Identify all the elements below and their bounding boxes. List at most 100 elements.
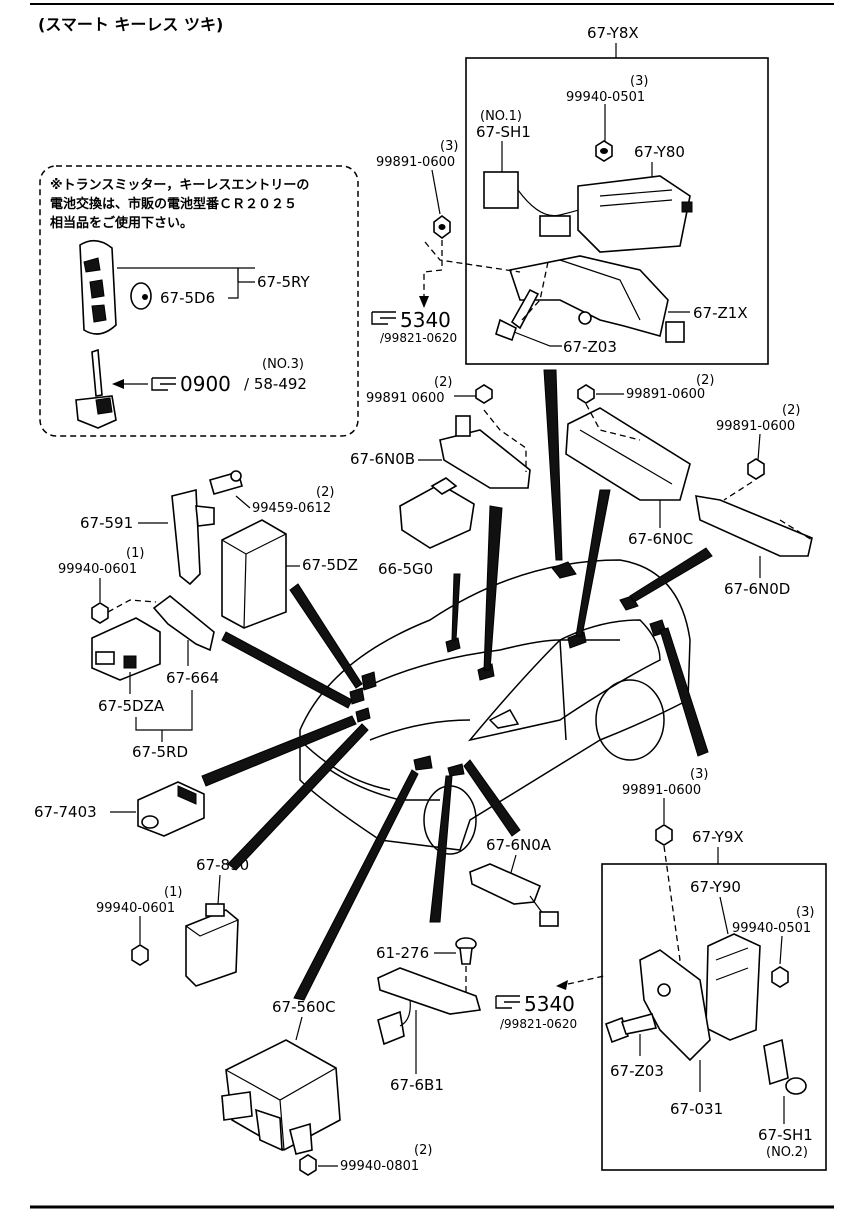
module-5dza bbox=[91, 617, 161, 681]
label-q2-d: (2) bbox=[316, 485, 334, 500]
marker-2 bbox=[361, 671, 377, 691]
label-67-5dz: 67-5DZ bbox=[302, 556, 358, 574]
note-box bbox=[39, 165, 359, 437]
marker-3 bbox=[355, 707, 371, 723]
label-0900: 0900 bbox=[180, 372, 231, 396]
marker-9 bbox=[447, 763, 465, 777]
battery-coin bbox=[130, 282, 152, 310]
label-67-5d6: 67-5D6 bbox=[160, 289, 215, 307]
label-67-y90: 67-Y90 bbox=[690, 878, 741, 896]
label-99459-0612: 99459-0612 bbox=[252, 501, 331, 516]
wedge-y8x bbox=[543, 369, 563, 561]
sensor-6n0a bbox=[469, 863, 559, 927]
label-5340-b: 5340 bbox=[524, 992, 575, 1016]
wedge-6n0b bbox=[483, 505, 503, 671]
label-99891-0600-b: 99891 0600 bbox=[366, 391, 445, 406]
wedge-6n0c bbox=[575, 489, 611, 637]
label-67-y8x: 67-Y8X bbox=[587, 24, 639, 42]
label-99821-0620-b: /99821-0620 bbox=[500, 1017, 577, 1031]
nut-99891-0600-a bbox=[433, 215, 451, 239]
switch-7403 bbox=[137, 781, 205, 837]
note-line-2: 電池交換は、市販の電池型番ＣＲ２０２５ bbox=[50, 196, 297, 212]
part-5g0 bbox=[399, 477, 475, 549]
wedge-6b1 bbox=[429, 775, 453, 923]
wedge-664 bbox=[221, 631, 353, 709]
label-67-031: 67-031 bbox=[670, 1100, 723, 1118]
clip-61-276 bbox=[455, 937, 477, 965]
nut-99940-0501-a bbox=[595, 140, 613, 162]
label-no2: (NO.2) bbox=[766, 1145, 808, 1160]
label-99891-0600-e: 99891-0600 bbox=[622, 783, 701, 798]
label-q3-a: (3) bbox=[630, 74, 648, 89]
box-67-y9x bbox=[601, 863, 827, 1171]
marker-8 bbox=[413, 755, 433, 771]
smart-keyless-module-5dz bbox=[221, 519, 287, 629]
label-99940-0601-b: 99940-0601 bbox=[96, 901, 175, 916]
label-67-5ry: 67-5RY bbox=[257, 273, 311, 291]
label-67-6b1: 67-6B1 bbox=[390, 1076, 444, 1094]
nut-99940-0601-a bbox=[91, 602, 109, 624]
nut-99891-0600-e bbox=[655, 824, 673, 846]
label-99940-0601-a: 99940-0601 bbox=[58, 562, 137, 577]
nut-99940-0501-b bbox=[771, 966, 789, 988]
label-67-sh1-b: 67-SH1 bbox=[758, 1126, 813, 1144]
bolt-z03-a bbox=[495, 288, 540, 342]
label-99891-0600-c: 99891-0600 bbox=[626, 387, 705, 402]
label-67-y9x: 67-Y9X bbox=[692, 828, 744, 846]
wedge-5dz bbox=[289, 583, 363, 689]
nut-99891-0600-d bbox=[747, 458, 765, 480]
label-67-6n0b: 67-6N0B bbox=[350, 450, 415, 468]
label-67-6n0d: 67-6N0D bbox=[724, 580, 790, 598]
label-67-z1x: 67-Z1X bbox=[693, 304, 748, 322]
pointing-hand-icon-3 bbox=[495, 995, 520, 1009]
label-q2-b: (2) bbox=[696, 373, 714, 388]
label-q3-b: (3) bbox=[440, 139, 458, 154]
wedge-5g0 bbox=[451, 573, 461, 641]
bolt-99459-0612 bbox=[209, 470, 243, 495]
pointing-hand-icon-2 bbox=[371, 311, 396, 325]
label-q3-c: (3) bbox=[690, 767, 708, 782]
nut-99891-0600-b bbox=[475, 384, 493, 404]
antenna-harness bbox=[483, 171, 621, 237]
nut-99891-0600-c bbox=[577, 384, 595, 404]
label-67-591: 67-591 bbox=[80, 514, 133, 532]
module-560c bbox=[221, 1039, 341, 1155]
label-67-5rd: 67-5RD bbox=[132, 743, 188, 761]
bracket-664 bbox=[152, 594, 215, 652]
label-5340-a: 5340 bbox=[400, 308, 451, 332]
wedge-890 bbox=[227, 723, 369, 871]
label-67-7403: 67-7403 bbox=[34, 803, 97, 821]
label-67-664: 67-664 bbox=[166, 669, 219, 687]
marker-7 bbox=[551, 561, 577, 579]
pointing-hand-icon bbox=[151, 377, 176, 391]
label-67-sh1-a: 67-SH1 bbox=[476, 123, 531, 141]
note-line-3: 相当品をご使用下さい。 bbox=[50, 215, 193, 231]
label-q1-b: (1) bbox=[164, 885, 182, 900]
label-q2-e: (2) bbox=[414, 1143, 432, 1158]
label-67-y80: 67-Y80 bbox=[634, 143, 685, 161]
antenna-6b1 bbox=[377, 967, 482, 1046]
mechanical-key bbox=[75, 348, 117, 429]
relay-890 bbox=[185, 903, 239, 987]
keyless-control-module-y80 bbox=[577, 175, 693, 253]
antenna-sh1-b bbox=[763, 1038, 807, 1095]
label-58-492: / 58-492 bbox=[244, 375, 307, 393]
note-line-1: ※トランスミッター，キーレスエントリーの bbox=[50, 178, 309, 193]
label-q2-a: (2) bbox=[434, 375, 452, 390]
wedge-y9x bbox=[659, 627, 709, 757]
bracket-591 bbox=[171, 488, 215, 586]
label-99891-0600-d: 99891-0600 bbox=[716, 419, 795, 434]
page-title: (スマート キーレス ツキ) bbox=[38, 15, 223, 34]
smart-key-fob bbox=[79, 239, 117, 335]
label-no1: (NO.1) bbox=[480, 109, 522, 124]
wedge-560c bbox=[293, 769, 419, 1001]
label-99891-0600-a: 99891-0600 bbox=[376, 155, 455, 170]
marker-1 bbox=[349, 687, 365, 705]
bracket-y9x bbox=[639, 949, 711, 1062]
label-66-5g0: 66-5G0 bbox=[378, 560, 433, 578]
label-67-6n0a: 67-6N0A bbox=[486, 836, 552, 854]
label-no3: (NO.3) bbox=[262, 357, 304, 372]
label-67-z03-b: 67-Z03 bbox=[610, 1062, 664, 1080]
wedge-6n0a bbox=[463, 759, 521, 837]
